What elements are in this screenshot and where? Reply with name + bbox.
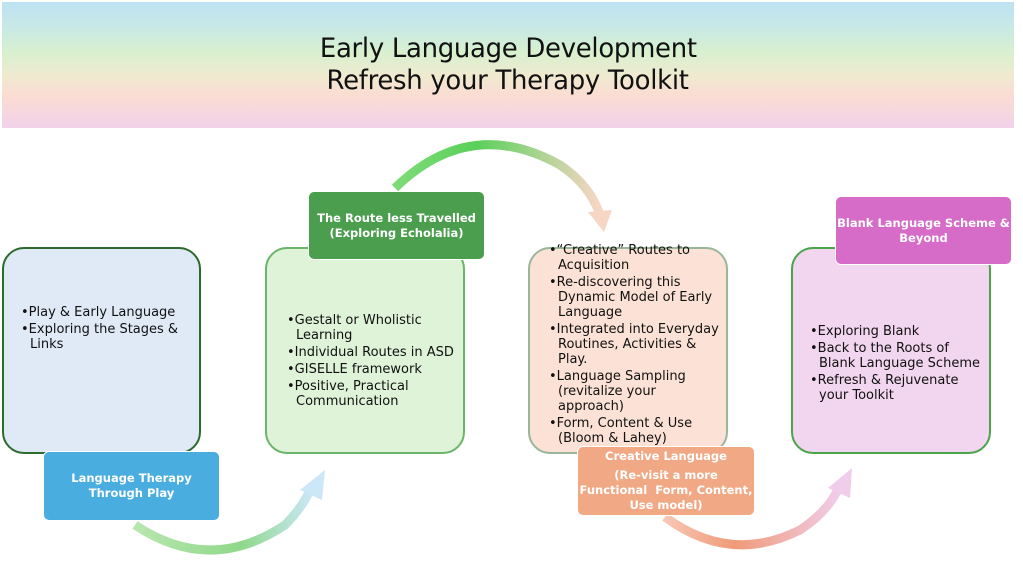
stage-1-content-box: Play & Early Language Exploring the Stag…	[2, 247, 201, 454]
bullet-item: Play & Early Language	[21, 305, 189, 320]
bullet-item: Integrated into Everyday Routines, Activ…	[549, 322, 722, 367]
stage-2-content-box: Gestalt or Wholistic Learning Individual…	[265, 247, 465, 454]
stage-4-content-box: Exploring Blank Back to the Roots of Bla…	[791, 247, 991, 454]
title-line-2: Refresh your Therapy Toolkit	[326, 65, 690, 96]
stage-3-label: Creative Language (Re-visit a more Funct…	[577, 446, 755, 516]
bullet-item: “Creative” Routes to Acquisition	[549, 243, 722, 273]
stage-1-label: Language Therapy Through Play	[43, 451, 220, 521]
stage-3-bullets: “Creative” Routes to Acquisition Re-disc…	[549, 243, 722, 448]
bullet-item: Exploring Blank	[810, 324, 983, 339]
label-line: Use model)	[629, 498, 703, 512]
bullet-item: Refresh & Rejuvenate your Toolkit	[810, 373, 983, 403]
stage-4-label: Blank Language Scheme & Beyond	[835, 196, 1012, 265]
bullet-item: Language Sampling (revitalize your appro…	[549, 369, 722, 414]
label-line: (Exploring Echolalia)	[329, 225, 464, 240]
title-banner: Early Language Development Refresh your …	[2, 2, 1014, 128]
bullet-item: Re-discovering this Dynamic Model of Ear…	[549, 275, 722, 320]
bullet-item: Exploring the Stages & Links	[21, 322, 189, 352]
bullet-item: Back to the Roots of Blank Language Sche…	[810, 341, 983, 371]
stage-1-bullets: Play & Early Language Exploring the Stag…	[21, 305, 189, 354]
title-line-1: Early Language Development	[319, 33, 697, 64]
label-line: Creative Language	[605, 449, 727, 463]
label-line: (Re-visit a more	[614, 468, 718, 482]
label-line: Functional Form, Content,	[579, 483, 753, 497]
bullet-item: GISELLE framework	[287, 362, 455, 377]
stage-2-bullets: Gestalt or Wholistic Learning Individual…	[287, 313, 455, 411]
stage-3-content-box: “Creative” Routes to Acquisition Re-disc…	[528, 243, 728, 454]
label-line: Blank Language Scheme &	[837, 215, 1010, 230]
stage-2-label: The Route less Travelled (Exploring Echo…	[308, 191, 485, 260]
stage-4-bullets: Exploring Blank Back to the Roots of Bla…	[810, 324, 983, 405]
bullet-item: Gestalt or Wholistic Learning	[287, 313, 455, 343]
label-line: Language Therapy	[71, 471, 192, 485]
label-line: The Route less Travelled	[317, 210, 476, 225]
bullet-item: Positive, Practical Communication	[287, 379, 455, 409]
label-line: Through Play	[88, 486, 175, 500]
bullet-item: Form, Content & Use (Bloom & Lahey)	[549, 416, 722, 446]
bullet-item: Individual Routes in ASD	[287, 345, 455, 360]
label-line: Beyond	[899, 230, 948, 245]
